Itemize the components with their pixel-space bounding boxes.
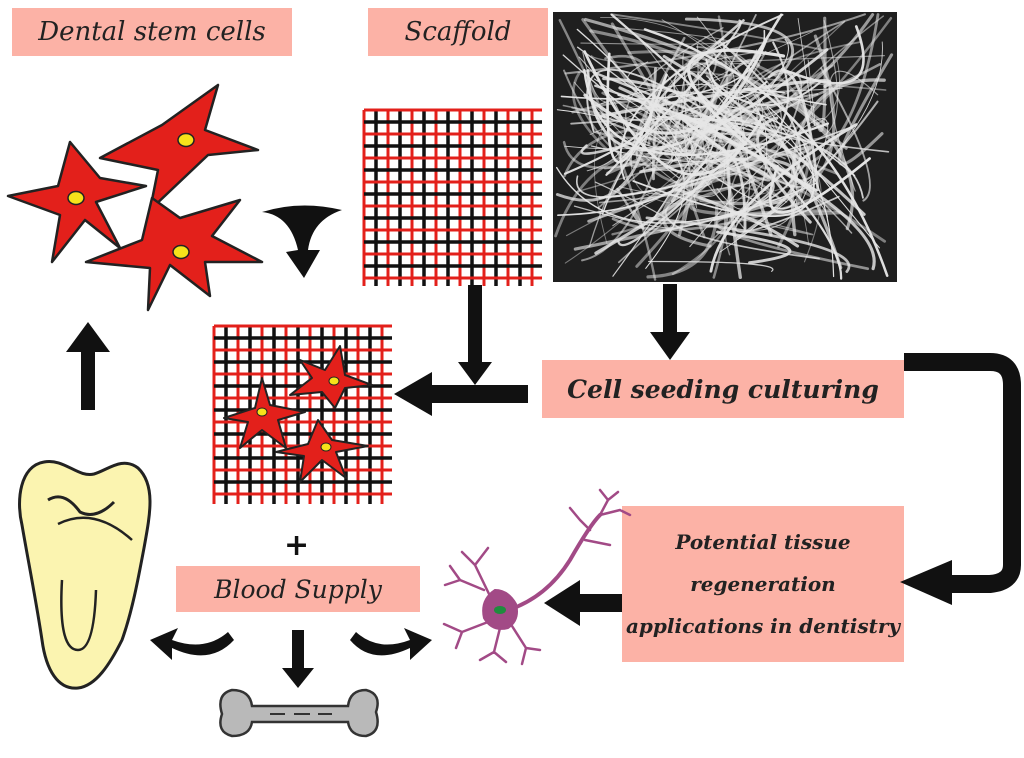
fiber-strand	[734, 192, 840, 233]
arrow-tooth-up	[66, 322, 110, 410]
fiber-strand	[716, 230, 792, 265]
label-potential-line-2: regeneration	[690, 572, 836, 596]
fiber-strand	[564, 21, 845, 264]
fiber-strand	[586, 68, 700, 133]
fiber-strand	[684, 17, 795, 136]
fiber-strand	[820, 67, 871, 202]
fiber-strand	[586, 48, 829, 152]
fiber-strand	[642, 49, 758, 196]
fiber-strand	[682, 52, 716, 133]
nanofiber-sem-image	[553, 12, 897, 282]
plus-sign: +	[284, 528, 310, 563]
arrow-blood-down	[282, 630, 314, 688]
arrow-scaffold-down	[458, 285, 492, 385]
fiber-strand	[589, 31, 813, 135]
converge-arrow	[262, 205, 342, 278]
bone-icon	[219, 688, 379, 738]
fiber-strand	[571, 71, 609, 151]
fiber-strand	[583, 17, 855, 231]
label-bg-potential	[622, 506, 904, 662]
fiber-strand	[670, 14, 757, 162]
tooth-icon	[18, 460, 152, 690]
fiber-strand	[670, 101, 807, 188]
neuron-icon	[442, 488, 632, 666]
fiber-strand	[639, 115, 723, 179]
fiber-strand	[619, 13, 784, 180]
label-bg-dental	[12, 8, 292, 56]
label-blood-supply: Blood Supply	[214, 574, 382, 604]
fiber-strand	[592, 83, 768, 191]
label-potential-line-3: applications in dentistry	[625, 614, 901, 638]
fiber-strand	[555, 166, 818, 224]
fiber-strand	[714, 19, 838, 141]
fiber-strand	[687, 93, 819, 147]
label-potential-line-1: Potential tissue	[675, 530, 851, 554]
fiber-strand	[582, 51, 606, 103]
fiber-strand	[767, 69, 820, 192]
fiber-strand	[689, 170, 841, 217]
label-potential: Potential tissue regeneration applicatio…	[622, 506, 904, 662]
label-scaffold: Scaffold	[404, 17, 512, 47]
fiber-strand	[764, 71, 803, 149]
fiber-strand	[673, 68, 890, 153]
fiber-strand	[648, 260, 774, 272]
arrow-loop-right	[900, 353, 1021, 605]
fiber-strand	[652, 91, 742, 181]
fiber-strand	[837, 53, 894, 166]
fiber-strand	[646, 205, 719, 279]
fiber-strand	[780, 25, 865, 85]
fiber-strand	[554, 147, 887, 243]
stem-cell-icon	[84, 196, 264, 312]
arrow-blood-right	[350, 628, 432, 660]
fiber-strand	[573, 181, 675, 229]
fiber-strand	[598, 41, 790, 200]
fiber-strand	[682, 58, 761, 157]
seeded-cells	[223, 345, 373, 483]
label-bg-seeding	[542, 360, 904, 418]
fiber-strand	[564, 13, 866, 75]
fiber-strand	[681, 72, 698, 208]
fiber-strand	[665, 84, 736, 168]
arrow-sem-down	[650, 284, 690, 360]
fiber-strand	[563, 50, 767, 167]
fiber-strand	[590, 55, 887, 91]
scaffold-grid-icon	[362, 108, 542, 286]
fiber-strand	[604, 149, 778, 170]
fiber-strand	[632, 16, 893, 186]
fiber-strand	[618, 125, 797, 264]
fiber-strand	[562, 103, 778, 136]
fiber-strand	[689, 118, 829, 248]
fiber-strand	[594, 105, 703, 245]
stem-cell-icon	[6, 140, 148, 264]
label-cell-seeding: Cell seeding culturing	[567, 374, 879, 404]
fiber-strand	[643, 28, 889, 277]
label-bg-scaffold	[368, 8, 548, 56]
label-dental-stem-cells: Dental stem cells	[38, 17, 266, 47]
arrow-to-neuron	[544, 580, 622, 626]
fiber-strand	[648, 46, 718, 154]
fiber-strand	[709, 123, 858, 273]
fiber-strand	[696, 43, 753, 205]
fiber-strand	[792, 100, 879, 182]
label-bg-blood	[176, 566, 420, 612]
fiber-strand	[618, 86, 876, 271]
arrow-blood-left	[150, 628, 234, 660]
fiber-strand	[601, 105, 856, 215]
fiber-strand	[576, 91, 742, 193]
fiber-strand	[724, 15, 885, 256]
fiber-strand	[576, 28, 683, 151]
fiber-strand	[768, 157, 871, 214]
arrow-to-seeded	[394, 372, 528, 416]
fiber-strand	[707, 118, 835, 278]
fiber-strand	[611, 197, 813, 232]
